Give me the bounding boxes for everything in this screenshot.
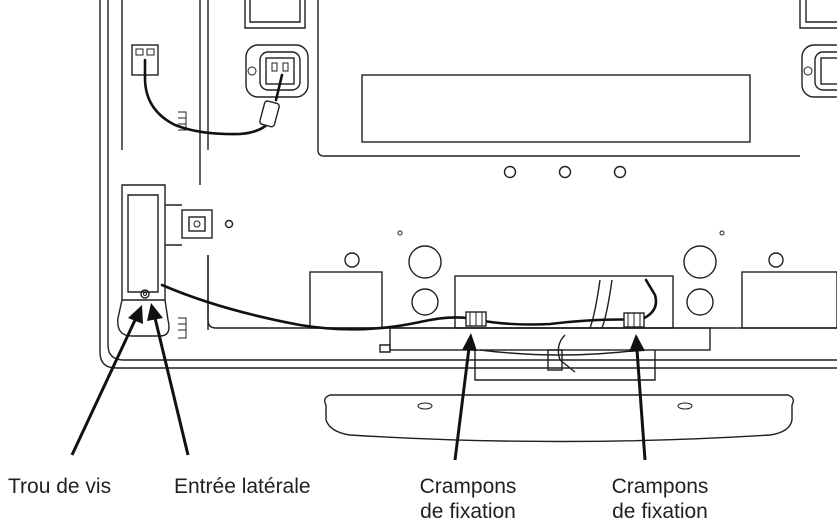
- label-clamp-right-line2: de fixation: [612, 500, 708, 523]
- upper-panel: [317, 0, 800, 179]
- arrow-screw-hole: [70, 305, 143, 456]
- label-clamp-left: Crampons de fixation: [410, 474, 526, 524]
- clamp-left: [465, 311, 487, 327]
- side-input-panel: [117, 184, 234, 339]
- power-socket-left: [244, 0, 309, 98]
- clamp-right: [623, 312, 645, 328]
- arrow-side-input: [147, 303, 190, 456]
- power-socket-right: [799, 0, 837, 98]
- label-side-input: Entrée latérale: [174, 475, 311, 498]
- label-clamp-left-line1: Crampons: [419, 475, 517, 498]
- lower-cable: [160, 278, 658, 331]
- label-clamp-right-line1: Crampons: [611, 475, 709, 498]
- stand: [323, 279, 795, 443]
- upper-cable: [143, 58, 284, 136]
- label-screw-hole: Trou de vis: [8, 475, 112, 498]
- arrow-clamp-left: [453, 333, 477, 461]
- lower-body: [207, 230, 837, 329]
- label-clamp-right: Crampons de fixation: [602, 474, 718, 524]
- label-clamp-left-line2: de fixation: [420, 500, 516, 523]
- arrow-clamp-right: [629, 334, 647, 461]
